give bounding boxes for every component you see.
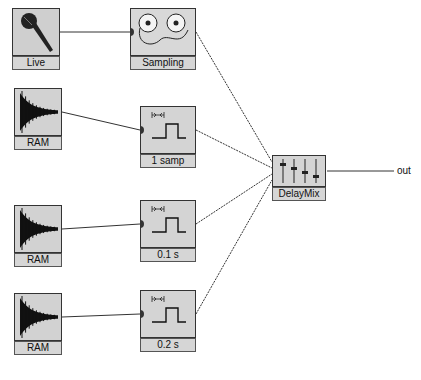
ram-module: RAM — [14, 88, 62, 150]
patch-cord — [60, 32, 130, 33]
mic-icon — [12, 8, 60, 56]
output-wire — [327, 171, 394, 172]
module-label: DelayMix — [272, 187, 326, 201]
mix-module: DelayMix — [272, 155, 326, 201]
mic-module: Live — [12, 8, 60, 70]
delay-icon — [140, 290, 196, 338]
delay-module: 0.1 s — [140, 200, 196, 262]
ram-module: RAM — [14, 205, 62, 267]
output-label: out — [396, 165, 412, 177]
ram-icon — [14, 88, 62, 136]
sampler-icon — [130, 8, 196, 56]
patch-cord — [196, 174, 272, 224]
module-label: Live — [12, 56, 60, 70]
delay-icon — [140, 200, 196, 248]
module-label: RAM — [14, 341, 62, 355]
module-label: 1 samp — [140, 154, 196, 168]
patch-cord — [196, 130, 272, 168]
module-label: Sampling — [130, 56, 196, 70]
module-label: RAM — [14, 136, 62, 150]
ram-icon — [14, 293, 62, 341]
patch-cord — [196, 180, 272, 314]
mix-icon — [272, 155, 326, 187]
patch-cord — [62, 224, 140, 229]
sampler-module: Sampling — [130, 8, 196, 70]
module-label: 0.2 s — [140, 338, 196, 352]
module-label: RAM — [14, 253, 62, 267]
delay-module: 0.2 s — [140, 290, 196, 352]
patch-cord — [62, 112, 140, 130]
delay-icon — [140, 106, 196, 154]
ram-icon — [14, 205, 62, 253]
patch-cord — [62, 314, 140, 317]
ram-module: RAM — [14, 293, 62, 355]
patch-cord — [196, 32, 272, 162]
module-label: 0.1 s — [140, 248, 196, 262]
delay-module: 1 samp — [140, 106, 196, 168]
